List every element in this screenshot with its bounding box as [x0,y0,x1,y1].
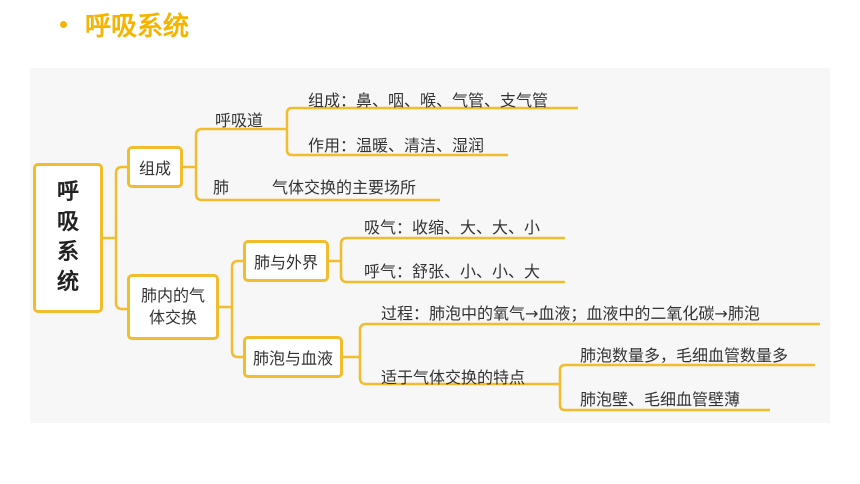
connector-feinei-children [230,259,243,359]
connector-xueye-children [358,322,560,386]
slide-title-text: 呼吸系统 [85,12,190,42]
label-fei-desc: 气体交换的主要场所 [272,178,417,197]
label-guocheng: 过程：肺泡中的氧气→血液；血液中的二氧化碳→肺泡 [381,304,760,323]
node-fei-yu-waijie: 肺与外界 [243,240,329,282]
label-xiqi: 吸气：收缩、大、大、小 [364,218,541,237]
label-fei: 肺 [213,178,230,197]
node-zucheng: 组成 [127,146,183,188]
node-feipao-yu-xueye: 肺泡与血液 [243,336,343,378]
label-huxidao-zucheng: 组成：鼻、咽、喉、气管、支气管 [308,91,549,110]
label-tedian: 适于气体交换的特点 [381,368,526,387]
label-huxidao: 呼吸道 [215,111,264,130]
label-huqi: 呼气：舒张、小、小、大 [364,262,541,281]
root-node-label: 呼吸系统 [56,180,79,295]
slide-title: 呼吸系统 [60,6,189,43]
root-node-huxixitong: 呼吸系统 [33,163,103,313]
node-zucheng-label: 组成 [138,159,171,178]
connector-huxidao-split [285,106,300,157]
label-tedian-item2: 肺泡壁、毛细血管壁薄 [580,390,741,409]
connector-zucheng-children [194,127,440,202]
node-feinei-qitijiaohuan: 肺内的气体交换 [127,274,219,340]
connector-tedian-split [558,363,815,412]
label-tedian-item1: 肺泡数量多，毛细血管数量多 [580,346,789,365]
bullet-dot-icon [60,21,67,28]
node-waijie-label: 肺与外界 [253,253,318,272]
node-xueye-label: 肺泡与血液 [252,349,333,368]
label-huxidao-zuoyong: 作用：温暖、清洁、湿润 [308,136,485,155]
connector-waijie-leaves [339,236,355,284]
connector-root-zucheng [114,165,127,311]
node-feinei-label: 肺内的气体交换 [140,286,205,327]
